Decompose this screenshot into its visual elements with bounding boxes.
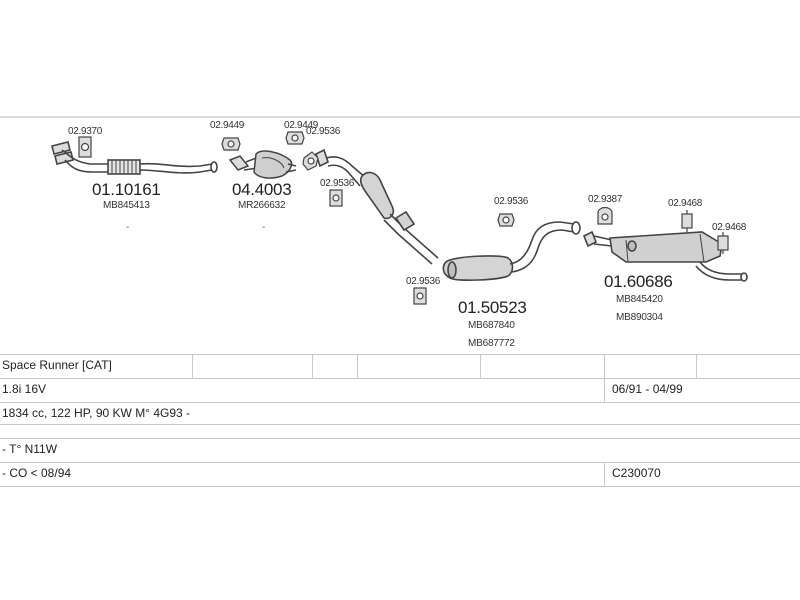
gasket-label-2: 02.9449: [210, 120, 245, 131]
vehicle-type: - T° N11W: [2, 442, 58, 456]
gasket-label-7: 02.9536: [406, 276, 441, 287]
middle-pipe-oem-2: MB687772: [468, 338, 515, 349]
rear-silencer: [582, 230, 748, 282]
catalyst-dot: -: [262, 222, 266, 233]
rear-silencer-oem-2: MB890304: [616, 312, 663, 323]
gasket-02-9449-b: [285, 131, 305, 145]
rear-silencer-code: 01.60686: [604, 272, 673, 291]
gasket-label-4: 02.9536: [306, 126, 341, 137]
front-pipe-dot: -: [126, 222, 130, 233]
hanger-02-9468-a: [681, 210, 693, 232]
model-name: Space Runner [CAT]: [2, 358, 112, 372]
hanger-label-2: 02.9468: [712, 222, 747, 233]
gasket-02-9536-d: [413, 287, 427, 305]
hanger-02-9468-b: [717, 232, 729, 254]
hanger-label-1: 02.9468: [668, 198, 703, 209]
gasket-label-8: 02.9387: [588, 194, 623, 205]
engine: 1.8i 16V: [2, 382, 47, 396]
production-years: 06/91 - 04/99: [612, 382, 683, 396]
middle-pipe: [315, 148, 581, 281]
catalyst-oem: MR266632: [238, 200, 286, 211]
gasket-label-3: 02.9449: [284, 120, 319, 131]
gasket-02-9536-b: [329, 189, 343, 207]
gasket-02-9536-c: [497, 213, 515, 227]
gasket-02-9449-a: [221, 137, 241, 151]
catalyst-code: 04.4003: [232, 180, 292, 199]
front-pipe-oem: MB845413: [103, 200, 150, 211]
front-pipe-code: 01.10161: [92, 180, 161, 199]
gasket-02-9370: [78, 136, 92, 158]
gasket-02-9387: [597, 206, 613, 225]
reference-code: C230070: [612, 466, 661, 480]
gasket-label-1: 02.9370: [68, 126, 103, 137]
catalyst: [228, 150, 297, 179]
co-note: - CO < 08/94: [2, 466, 72, 480]
gasket-02-9536-a: [302, 151, 319, 171]
gasket-label-5: 02.9536: [320, 178, 355, 189]
rear-silencer-oem-1: MB845420: [616, 294, 663, 305]
engine-spec: 1834 cc, 122 HP, 90 KW M° 4G93 -: [2, 406, 191, 420]
front-pipe: [51, 141, 218, 175]
gasket-label-6: 02.9536: [494, 196, 529, 207]
middle-pipe-oem-1: MB687840: [468, 320, 515, 331]
middle-pipe-code: 01.50523: [458, 298, 527, 317]
